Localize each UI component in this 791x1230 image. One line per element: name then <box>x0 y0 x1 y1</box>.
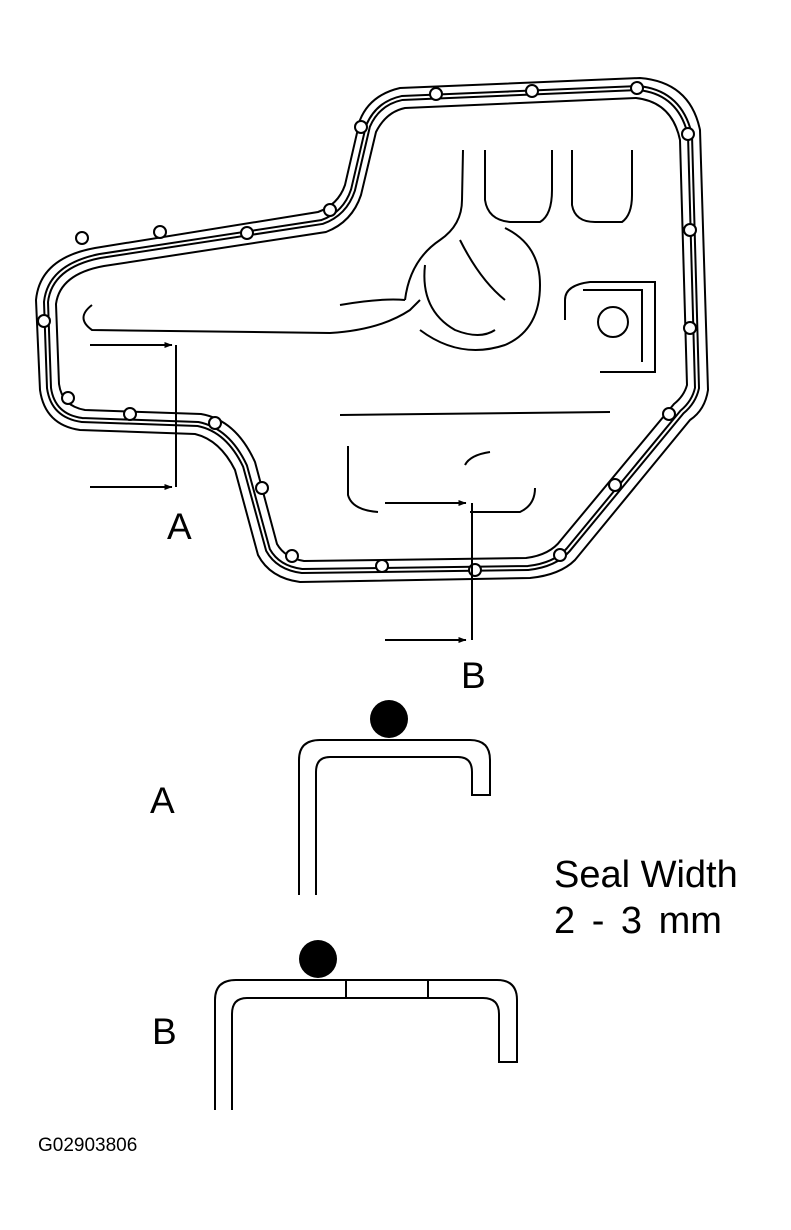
seal-width-title: Seal Width <box>554 854 738 896</box>
section-label-b-detail: B <box>152 1011 177 1052</box>
section-label-a-top: A <box>167 506 192 547</box>
figure-code: G02903806 <box>38 1135 138 1156</box>
oil-pan-inner-edge <box>54 96 689 563</box>
oil-pan-interior-features <box>82 149 656 513</box>
section-line-b <box>385 500 473 643</box>
seal-bead-a <box>370 700 408 738</box>
cross-section-a <box>298 739 491 895</box>
cross-section-b <box>214 979 518 1110</box>
oil-pan-outer-edge <box>34 76 710 584</box>
seal-bead-b <box>299 940 337 978</box>
section-line-a <box>90 342 177 490</box>
section-label-a-detail: A <box>150 780 175 821</box>
bolt-holes <box>37 81 697 577</box>
section-label-b-top: B <box>461 655 486 696</box>
seal-width-value: 2 - 3 mm <box>554 900 722 942</box>
